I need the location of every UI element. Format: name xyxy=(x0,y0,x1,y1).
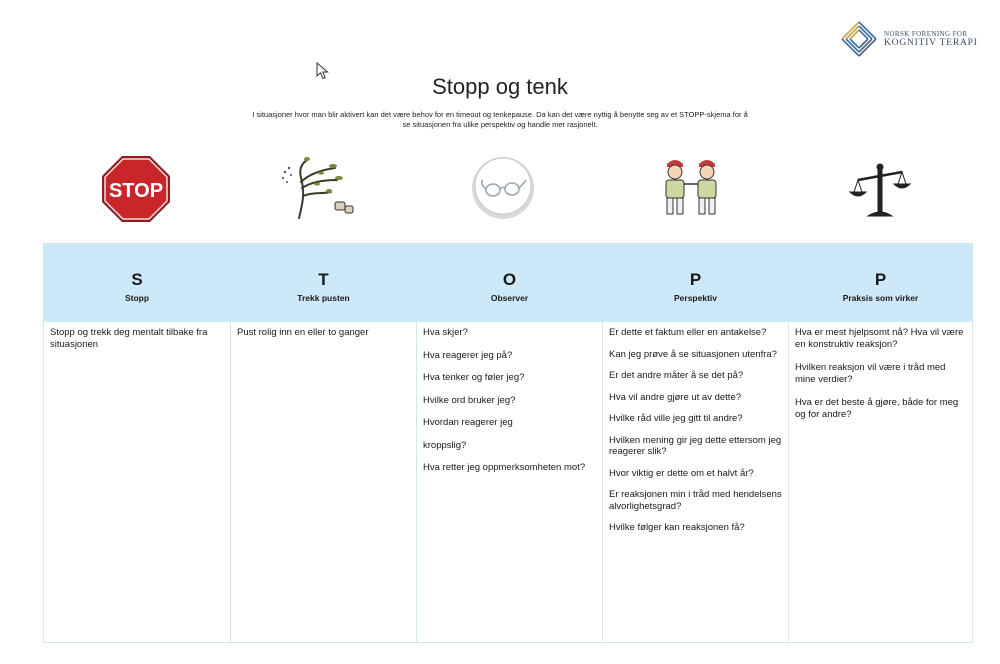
diamond-logo-icon xyxy=(841,21,877,57)
table-header-band xyxy=(44,244,972,322)
list-item: Hva vil andre gjøre ut av dette? xyxy=(609,391,742,403)
list-item: Hvilke følger kan reaksjonen få? xyxy=(609,522,745,533)
stop-sign-icon: STOP xyxy=(102,156,170,222)
list-item: Hvilke ord bruker jeg? xyxy=(423,394,516,406)
page-title: Stopp og tenk xyxy=(432,74,568,99)
column-letter: O xyxy=(502,270,517,289)
column-name: Praksis som virker xyxy=(842,293,919,303)
column-name: Perspektiv xyxy=(674,293,717,303)
organization-logo: NORSK FORENING FOR KOGNITIV TERAPI xyxy=(838,18,1000,60)
column-perspektiv: P Perspektiv Er dette et faktum eller en… xyxy=(602,244,788,642)
column-name: Stopp xyxy=(124,293,150,303)
column-stopp: S Stopp Stopp og trekk deg mentalt tilba… xyxy=(44,244,230,642)
column-body: Stopp og trekk deg mentalt tilbake fra s… xyxy=(50,327,224,359)
list-item: Kan jeg prøve å se situasjonen utenfra? xyxy=(609,348,777,360)
list-item: Hva reagerer jeg på? xyxy=(423,349,513,361)
mouse-pointer-icon xyxy=(316,62,329,80)
logo-line1: NORSK FORENING FOR xyxy=(884,30,968,38)
stopp-table: S Stopp Stopp og trekk deg mentalt tilba… xyxy=(43,243,973,643)
column-body: Pust rolig inn en eller to ganger xyxy=(237,327,370,348)
column-letter: S xyxy=(131,270,143,289)
list-item: Hvordan reagerer jeg xyxy=(423,417,513,428)
column-praksis-som-virker: P Praksis som virker Hva er mest hjelpso… xyxy=(788,244,972,642)
column-letter: P xyxy=(689,270,702,289)
list-item: kroppslig? xyxy=(423,439,467,451)
column-body: Hva skjer? Hva reagerer jeg på? Hva tenk… xyxy=(423,327,596,485)
list-item: Er reaksjonen min i tråd med hendelsens … xyxy=(609,489,782,512)
list-item: Hvor viktig er dette om et halvt år? xyxy=(609,467,754,479)
intro-text: I situasjoner hvor man blir aktivert kan… xyxy=(252,110,748,129)
list-item: Hvilken mening gir jeg dette ettersom je… xyxy=(609,434,782,458)
column-letter: T xyxy=(318,270,329,289)
column-trekk-pusten: T Trekk pusten Pust rolig inn en eller t… xyxy=(230,244,416,642)
two-people-icon xyxy=(665,160,717,215)
glasses-icon xyxy=(472,157,534,219)
list-item: Er dette et faktum eller en antakelse? xyxy=(609,327,767,338)
column-body: Hva er mest hjelpsomt nå? Hva vil være e… xyxy=(795,327,966,432)
stop-sign-text: STOP xyxy=(109,180,163,202)
list-item: Hvilken reaksjon vil være i tråd med min… xyxy=(795,362,946,385)
list-item: Er det andre måter å se det på? xyxy=(609,370,744,381)
list-item: Hva er det beste å gjøre, både for meg o… xyxy=(795,397,959,420)
column-body: Er dette et faktum eller en antakelse? K… xyxy=(609,327,782,544)
list-item: Hva er mest hjelpsomt nå? Hva vil være e… xyxy=(795,327,964,350)
column-name: Trekk pusten xyxy=(297,293,350,303)
column-name: Observer xyxy=(490,293,529,303)
scales-icon xyxy=(848,163,912,217)
column-observer: O Observer Hva skjer? Hva reagerer jeg p… xyxy=(416,244,602,642)
list-item: Stopp og trekk deg mentalt tilbake fra s… xyxy=(50,327,208,350)
list-item: Hva tenker og føler jeg? xyxy=(423,372,525,383)
column-letter: P xyxy=(874,270,887,289)
list-item: Hva skjer? xyxy=(423,327,468,338)
list-item: Pust rolig inn en eller to ganger xyxy=(237,327,369,338)
tree-in-wind-icon xyxy=(281,157,354,219)
list-item: Hvilke råd ville jeg gitt til andre? xyxy=(609,413,743,424)
logo-line2: KOGNITIV TERAPI xyxy=(884,38,978,48)
list-item: Hva retter jeg oppmerksomheten mot? xyxy=(423,462,586,473)
